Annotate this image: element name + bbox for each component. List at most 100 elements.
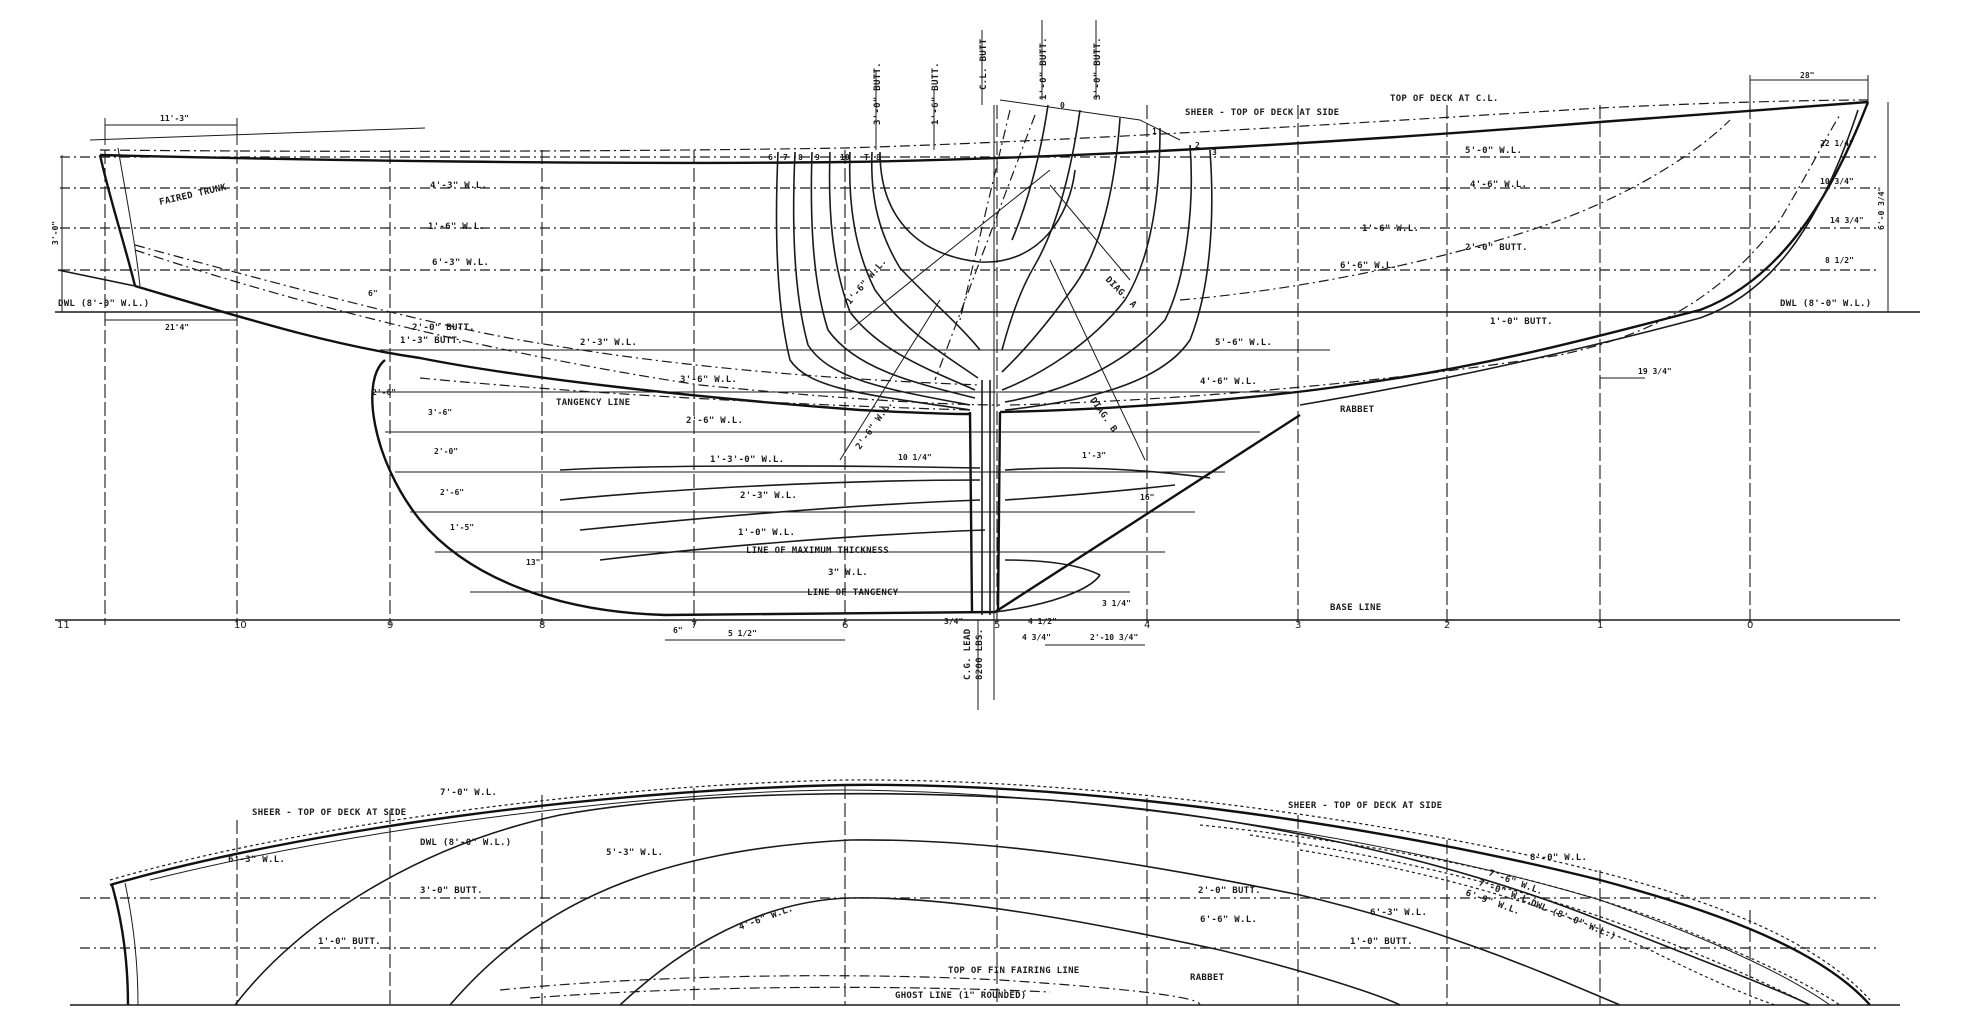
station-number: 5 [994,620,1000,631]
label-wl: 6'-6" W.L. [1340,261,1397,271]
label-wl: 1'-3'-0" W.L. [710,455,784,465]
plan-label: 2'-0" BUTT. [1198,886,1261,896]
body-plan-sections [775,99,1213,411]
dimension-label: 4 1/2" [1028,617,1057,626]
dimension-label: 3 1/4" [1102,599,1131,608]
plan-label: 4'-6" W.L. [738,904,795,933]
station-number: 0 [1747,620,1753,631]
rudder-post [968,411,1002,613]
label-wl: 5'-0" W.L. [1465,146,1522,156]
station-number: 6 [842,620,848,631]
plan-label: 6'-3" W.L. [228,855,285,865]
plan-label: 7'-0" W.L. [440,788,497,798]
body-station-number: 3 [1212,148,1217,157]
deck-cl-line [99,99,1869,152]
plan-label: 1'-0" BUTT. [1350,937,1413,947]
station-number: 10 [234,620,247,631]
hull-bottom-aft [134,284,971,416]
plan-label: SHEER - TOP OF DECK AT SIDE [1288,801,1442,811]
sheer-line [99,100,1869,165]
dimension-label: 3'-0" [51,221,60,245]
label-max-thickness: LINE OF MAXIMUM THICKNESS [746,546,889,556]
dimension-label: 16" [1140,493,1154,502]
label-wl: 3" W.L. [828,568,868,578]
dimension-label: 6'-0 3/4" [1877,187,1886,230]
top-butt-label: 3'-0" BUTT. [1093,37,1103,100]
body-station-number: 9 [815,153,820,162]
plan-label: 3'-0" BUTT. [420,886,483,896]
label-wl: 1'-6" W.L. [1362,224,1419,234]
hull-bottom-fwd [999,101,1870,414]
station-numbers: 11 10 9 8 7 6 5 4 3 2 1 0 [57,620,1753,631]
plan-label: 5'-3" W.L. [606,848,663,858]
plan-label: 6'-6" W.L. [1200,915,1257,925]
dimension-label: 10 3/4" [1820,177,1854,186]
label-rabbet: RABBET [1340,405,1375,415]
label-wl: 3'-6" W.L. [680,375,737,385]
label-wl: 1'-0" W.L. [738,528,795,538]
station-number: 3 [1295,620,1301,631]
body-station-number: 2 [1195,141,1200,150]
label-faired-trunk: FAIRED TRUNK [158,183,227,208]
body-station-number: 7 [783,153,788,162]
label-sheer: SHEER - TOP OF DECK AT SIDE [1185,108,1339,118]
station-number: 2 [1444,620,1450,631]
dimensions: 11'-3" 3'-0" 21'4" 6" 28" 22 1/4" 10 3/4… [51,71,1889,646]
plan-view: 7'-0" W.L. SHEER - TOP OF DECK AT SIDE S… [70,779,1900,1006]
label-wl: 2'-6" W.L. [686,416,743,426]
dimension-label: 6" [368,289,378,298]
transom [98,154,137,287]
label-base-line: BASE LINE [1330,603,1381,613]
label-wl: 1'-6" W.L. [428,222,485,232]
body-plan-numbers: 6 7 8 9 10 T 8 0 1 2 3 [768,101,1217,162]
label-butt: 1'-3" BUTT. [400,336,463,346]
station-number: 7 [691,620,697,631]
label-butt: 2'-0" BUTT. [1465,243,1528,253]
dimension-label: 4 3/4" [1022,633,1051,642]
label-butt: 2'-0" BUTT. [412,323,475,333]
dimension-label: 2'-10 3/4" [1090,633,1138,642]
label-wl: 4'-6" W.L. [1470,180,1527,190]
label-wl: 2'-3" W.L. [580,338,637,348]
body-station-number: 0 [1060,101,1065,110]
plan-label: 8'-0" W.L. [1530,853,1587,863]
dimension-label: 19 3/4" [1638,367,1672,376]
dimension-label: 14 3/4" [1830,216,1864,225]
dimension-label: 2'-0" [434,447,458,456]
body-station-number: 1 [1152,127,1157,136]
dimension-label: 22 1/4" [1820,139,1854,148]
body-station-number: 8 [798,153,803,162]
label-top-deck-cl: TOP OF DECK AT C.L. [1390,94,1499,104]
label-dwl-left: DWL (8'-0" W.L.) [58,299,150,309]
dimension-label: 28" [1800,71,1814,80]
plan-station-lines [236,785,1751,1005]
dimension-label: 3/4" [944,617,963,626]
dimension-label: 21'4" [165,323,189,332]
plan-label: DWL (8'-0" W.L.) [420,838,512,848]
plan-label: TOP OF FIN FAIRING LINE [948,966,1080,976]
station-number: 11 [57,620,70,631]
dimension-label: 3'-6" [428,408,452,417]
dimension-label: 6" [673,626,683,635]
body-station-number: 10 [840,153,850,162]
body-station-number: T [864,153,869,162]
plan-label: 6'-3" W.L. [1370,908,1427,918]
label-diag: DIAG. B [1088,396,1119,435]
label-tangency: TANGENCY LINE [556,398,630,408]
plan-label: DWL (8'-0" W.L.) [1529,899,1618,943]
station-number: 9 [387,620,393,631]
plan-label: SHEER - TOP OF DECK AT SIDE [252,808,406,818]
dimension-label: 2'-6" [440,488,464,497]
profile-view: 11 10 9 8 7 6 5 4 3 2 1 0 3'-0" BUTT. 1'… [51,20,1920,710]
dimension-label: 2'-6" [372,388,396,397]
top-butt-label: 1'-6" BUTT. [931,62,941,125]
body-station-number: 6 [768,153,773,162]
dimension-label: 11'-3" [160,114,189,123]
top-butt-label: 3'-0" BUTT. [873,62,883,125]
label-wl: 4'-6" W.L. [1200,377,1257,387]
plan-label: GHOST LINE (1" ROUNDED) [895,991,1027,1001]
top-butt-label: 1'-0" BUTT. [1039,37,1049,100]
station-number: 4 [1144,620,1150,631]
dimension-label: 8 1/2" [1825,256,1854,265]
